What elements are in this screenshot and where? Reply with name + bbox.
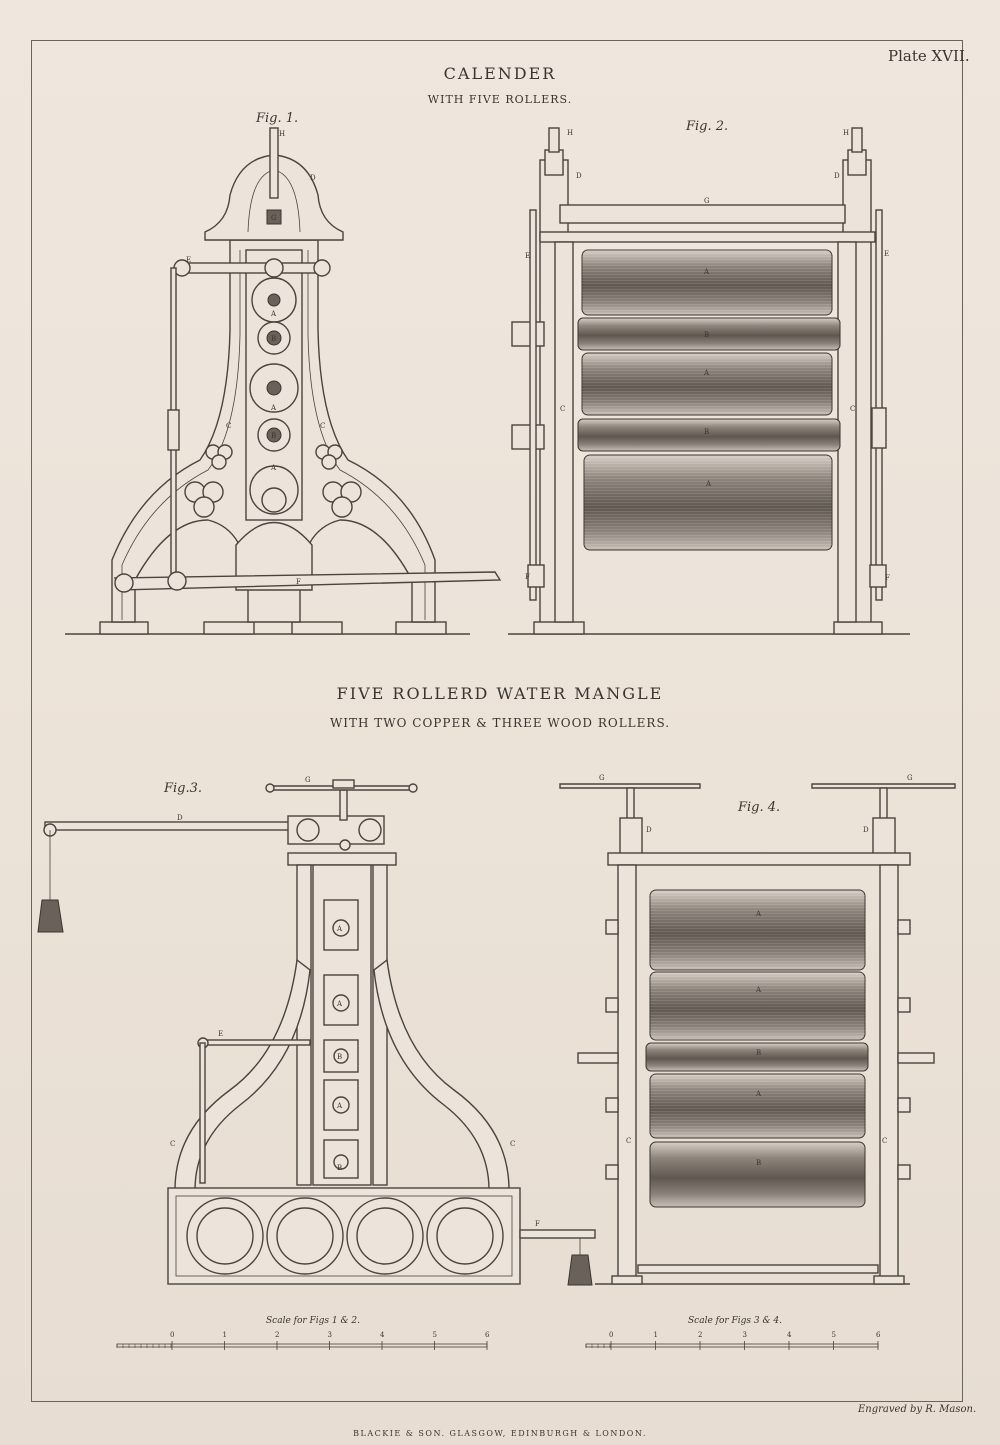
scale-tick-label: 3 [328, 1331, 332, 1339]
fig2-caption: Fig. 2. [686, 119, 729, 134]
mangle-title: FIVE ROLLERD WATER MANGLE [336, 684, 664, 703]
svg-text:D: D [863, 826, 869, 834]
fig3-mangle-side-view: G D E A A B A B C C F [37, 776, 596, 1286]
plate-number: Plate XVII. [888, 47, 970, 65]
scale-caption-fig1-2: Scale for Figs 1 & 2. [266, 1316, 360, 1326]
plate-border [31, 40, 963, 1402]
publisher-line: BLACKIE & SON. GLASGOW, EDINBURGH & LOND… [353, 1429, 647, 1438]
svg-text:H: H [567, 129, 573, 137]
svg-text:C: C [510, 1140, 515, 1148]
scale-bar-line [585, 1343, 879, 1348]
svg-text:C: C [882, 1137, 887, 1145]
svg-text:G: G [305, 776, 311, 784]
svg-text:G: G [704, 197, 710, 205]
svg-text:B: B [271, 432, 276, 440]
fig4-mangle-front-view: G G D D A A B A B C C [559, 774, 956, 1285]
svg-text:F: F [535, 1220, 540, 1228]
calender-subtitle: WITH FIVE ROLLERS. [427, 93, 573, 106]
scale-tick-label: 4 [787, 1331, 792, 1339]
svg-text:D: D [646, 826, 652, 834]
svg-text:B: B [756, 1159, 761, 1167]
fig1-caption: Fig. 1. [256, 111, 299, 126]
svg-text:E: E [218, 1030, 223, 1038]
svg-text:F: F [885, 574, 890, 582]
svg-text:C: C [320, 422, 325, 430]
svg-text:F: F [296, 578, 301, 586]
fig4-caption: Fig. 4. [738, 800, 781, 815]
svg-text:C: C [226, 422, 231, 430]
svg-text:A: A [270, 464, 277, 472]
scale-tick-label: 1 [223, 1331, 227, 1339]
svg-text:H: H [843, 129, 849, 137]
scale-bar-line [116, 1343, 488, 1348]
fig2-calender-front-view: H H D D G E E A B A B A C C F F [508, 127, 910, 635]
scale-tick-label: 4 [380, 1331, 385, 1339]
scale-caption-fig3-4: Scale for Figs 3 & 4. [688, 1316, 782, 1326]
svg-text:D: D [576, 172, 582, 180]
scale-tick-label: 6 [485, 1331, 490, 1339]
svg-text:G: G [599, 774, 605, 782]
svg-text:D: D [310, 174, 316, 182]
svg-text:G: G [271, 214, 277, 222]
scale-tick-label: 5 [832, 1331, 836, 1339]
svg-text:C: C [850, 405, 855, 413]
scale-bar-fig1-2: 0 1 2 3 4 5 6 [116, 1331, 490, 1350]
svg-text:A: A [336, 925, 343, 933]
engraver-credit: Engraved by R. Mason. [858, 1404, 977, 1415]
scale-tick-label: 6 [876, 1331, 881, 1339]
svg-text:C: C [560, 405, 565, 413]
fig1-calender-side-view: H D G E A B A B A C C F [65, 127, 502, 635]
svg-text:A: A [336, 1000, 343, 1008]
mangle-subtitle: WITH TWO COPPER & THREE WOOD ROLLERS. [329, 716, 671, 730]
svg-text:B: B [271, 335, 276, 343]
svg-text:B: B [704, 428, 709, 436]
svg-text:C: C [626, 1137, 631, 1145]
svg-text:E: E [884, 250, 889, 258]
fig3-caption: Fig.3. [164, 781, 203, 796]
svg-text:G: G [907, 774, 913, 782]
svg-text:D: D [834, 172, 840, 180]
svg-text:B: B [756, 1049, 761, 1057]
svg-text:A: A [703, 268, 710, 276]
scale-bar-fig3-4: 0 1 2 3 4 5 6 [585, 1331, 881, 1350]
scale-tick-label: 0 [170, 1331, 174, 1339]
svg-text:E: E [525, 252, 530, 260]
svg-text:H: H [279, 130, 285, 138]
scale-tick-label: 0 [609, 1331, 613, 1339]
svg-text:C: C [170, 1140, 175, 1148]
svg-text:A: A [270, 310, 277, 318]
svg-text:A: A [336, 1102, 343, 1110]
svg-text:A: A [755, 1090, 762, 1098]
svg-text:F: F [525, 573, 530, 581]
calender-title: CALENDER [443, 64, 557, 83]
scale-tick-label: 3 [743, 1331, 747, 1339]
svg-text:B: B [337, 1164, 342, 1172]
svg-text:A: A [703, 369, 710, 377]
scale-tick-label: 2 [698, 1331, 702, 1339]
svg-text:B: B [337, 1053, 342, 1061]
svg-text:D: D [177, 814, 183, 822]
scale-tick-label: 2 [275, 1331, 279, 1339]
svg-text:E: E [186, 256, 191, 264]
scale-tick-label: 5 [433, 1331, 437, 1339]
svg-text:A: A [755, 986, 762, 994]
svg-text:A: A [755, 910, 762, 918]
svg-text:A: A [270, 404, 277, 412]
scale-tick-label: 1 [654, 1331, 658, 1339]
svg-text:A: A [705, 480, 712, 488]
svg-text:B: B [704, 331, 709, 339]
